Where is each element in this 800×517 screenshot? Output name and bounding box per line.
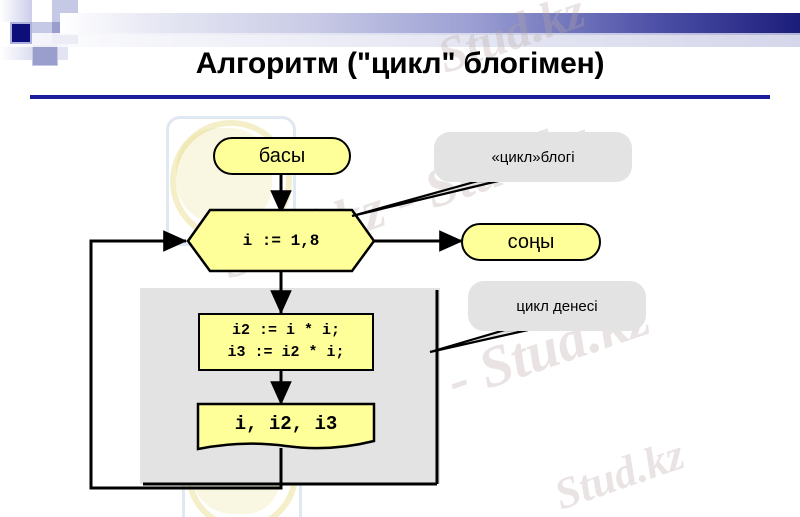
output-shape: [196, 402, 376, 451]
flow-node-process[interactable]: i2 := i * i; i3 := i2 * i;: [198, 313, 374, 371]
header-gradient-bar: [60, 13, 800, 35]
flow-node-process-line-1: i2 := i * i;: [231, 322, 341, 340]
flow-node-start-label: басы: [258, 144, 306, 167]
callout-tail-2: [429, 328, 529, 354]
page-title: Алгоритм ("цикл" блогімен): [195, 47, 605, 80]
flow-node-end-label: соңы: [507, 230, 555, 253]
flow-node-output[interactable]: i, i2, i3: [198, 404, 374, 452]
flow-node-loop-header[interactable]: i := 1,8: [186, 208, 376, 274]
callout-loop-body[interactable]: цикл денесі: [468, 281, 646, 331]
header-gradient-bar-secondary: [0, 33, 800, 47]
title-underline-rule: [30, 95, 770, 99]
callout-loop-body-label: цикл денесі: [516, 297, 598, 315]
deco-square-light-1: [0, 0, 32, 22]
flow-node-start[interactable]: басы: [213, 137, 351, 175]
deco-square-medium-5: [58, 44, 68, 60]
callout-loop-block[interactable]: «цикл»блогі: [434, 132, 632, 182]
flow-node-process-line-2: i3 := i2 * i;: [227, 344, 345, 361]
connector-loop-feedback: [89, 230, 283, 490]
callout-loop-body-bubble: цикл денесі: [468, 281, 646, 331]
flow-node-output-label: i, i2, i3: [234, 413, 338, 435]
header-decoration: [0, 0, 800, 120]
flow-node-loop-header-label: i := 1,8: [242, 232, 320, 250]
deco-square-dark: [10, 22, 32, 44]
flow-node-end[interactable]: соңы: [461, 223, 601, 261]
callout-loop-block-label: «цикл»блогі: [491, 148, 575, 166]
callout-loop-block-bubble: «цикл»блогі: [434, 132, 632, 182]
deco-square-light-2: [0, 44, 32, 60]
